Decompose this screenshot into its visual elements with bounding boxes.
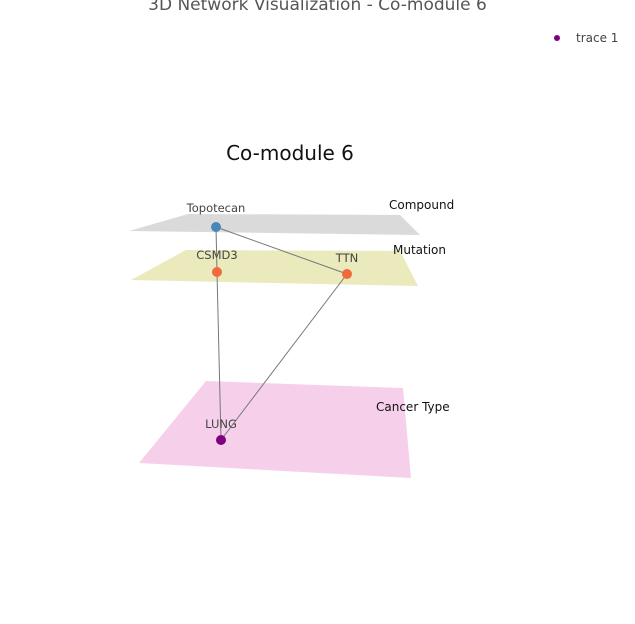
scene-title: Co-module 6 (226, 141, 354, 165)
edge (216, 271, 222, 441)
figure-title: 3D Network Visualization - Co-module 6 (148, 0, 487, 15)
plane-label-compound: Compound (389, 198, 454, 212)
node-label-topotecan: Topotecan (186, 201, 246, 215)
legend-marker-icon (554, 35, 560, 41)
cancer-type-plane (139, 381, 411, 478)
node-ttn[interactable] (342, 269, 352, 279)
plane-label-cancer-type: Cancer Type (376, 400, 450, 414)
edge (215, 226, 348, 275)
node-topotecan[interactable] (211, 222, 221, 232)
legend[interactable]: trace 1 (550, 31, 618, 45)
node-lung[interactable] (216, 435, 226, 445)
node-group[interactable] (211, 222, 352, 445)
node-label-csmd3: CSMD3 (196, 248, 237, 262)
legend-item-label: trace 1 (576, 31, 619, 45)
plane-label-mutation: Mutation (393, 243, 446, 257)
mutation-plane (131, 250, 418, 286)
edge (215, 226, 218, 273)
node-csmd3[interactable] (212, 267, 222, 277)
edge (220, 273, 348, 441)
node-label-lung: LUNG (205, 417, 237, 431)
node-label-ttn: TTN (335, 251, 358, 265)
compound-plane (129, 214, 420, 235)
edge-group (215, 226, 348, 441)
